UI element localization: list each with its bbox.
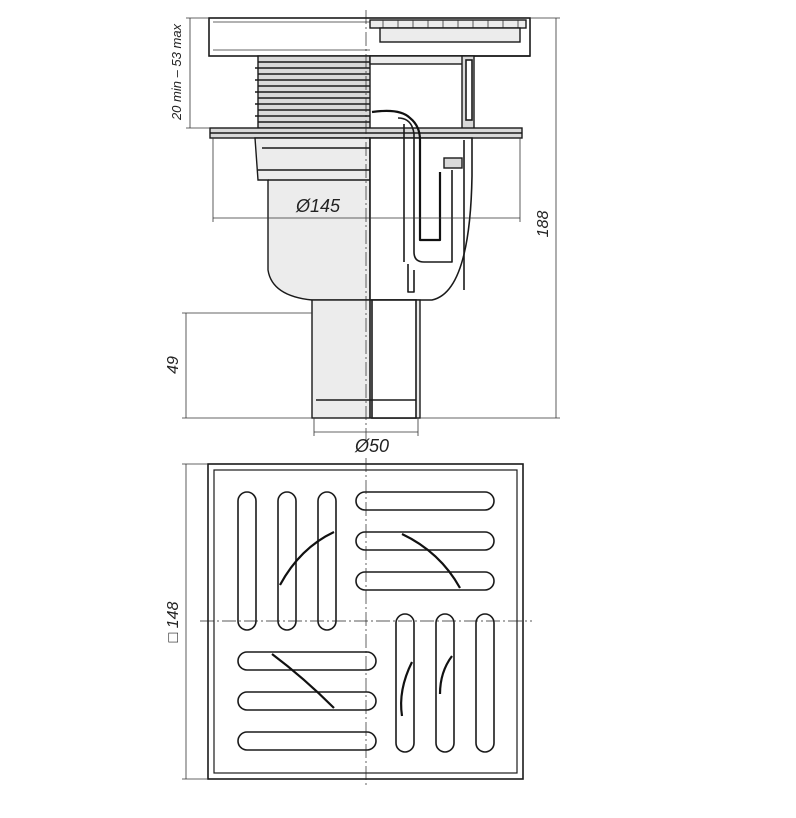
dim-body-diameter-label: Ø145 [295, 196, 341, 216]
grate-outer [207, 463, 524, 780]
dim-total-height-label: 188 [535, 211, 552, 238]
slots-bottom-right [395, 613, 495, 753]
slots-bottom-left [237, 651, 377, 751]
dim-total-height: 188 [420, 17, 560, 419]
grate-inner [213, 469, 518, 774]
top-view-grate: □ 148 [165, 458, 532, 786]
dim-body-diameter: Ø145 [212, 138, 521, 222]
drain-body-left [254, 137, 371, 301]
dim-outlet-diameter-label: Ø50 [354, 436, 389, 456]
dim-outlet-height-label: 49 [165, 356, 182, 374]
dim-grate-size-label: □ 148 [165, 602, 182, 643]
dim-outlet-height: 49 [165, 312, 312, 419]
dim-outlet-diameter: Ø50 [313, 418, 419, 456]
slots-top-right [355, 491, 495, 591]
slots-top-left [237, 491, 337, 631]
water-seal [371, 109, 442, 242]
side-view: 20 min – 53 max Ø145 188 49 [165, 10, 560, 456]
dim-height-range-label: 20 min – 53 max [169, 23, 184, 121]
dim-grate-size: □ 148 [165, 463, 208, 780]
dim-height-range: 20 min – 53 max [169, 17, 210, 129]
